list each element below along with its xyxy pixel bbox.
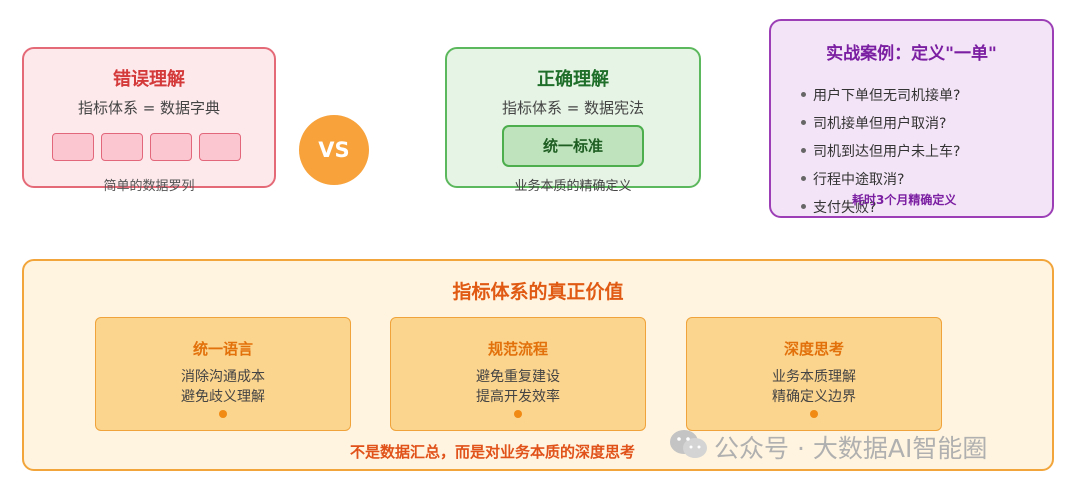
value-card-line: 提高开发效率	[476, 389, 560, 405]
value-card-title: 规范流程	[487, 340, 548, 358]
right-understanding-card: 正确理解 指标体系 = 数据宪法 统一标准 业务本质的精确定义	[445, 47, 701, 194]
wrong-understanding-caption: 简单的数据罗列	[103, 179, 195, 194]
case-study-card: 实战案例：定义"一单" 用户下单但无司机接单? 司机接单但用户取消? 司机到达但…	[769, 19, 1054, 218]
wrong-understanding-card: 错误理解 指标体系 = 数据字典 简单的数据罗列	[22, 47, 276, 194]
wechat-icon	[670, 430, 707, 458]
unified-standard-box: 统一标准	[502, 125, 644, 167]
data-block	[199, 133, 241, 161]
case-item-text: 司机接单但用户取消?	[813, 116, 947, 132]
value-card-line: 消除沟通成本	[181, 369, 265, 385]
value-card-line: 避免重复建设	[476, 369, 560, 385]
true-value-footer: 不是数据汇总，而是对业务本质的深度思考	[350, 443, 636, 461]
case-item: 支付失败?	[801, 197, 876, 217]
right-understanding-caption: 业务本质的精确定义	[514, 179, 632, 194]
case-item-text: 行程中途取消?	[813, 172, 905, 188]
true-value-title: 指标体系的真正价值	[452, 281, 624, 303]
dot-icon	[810, 410, 818, 418]
case-study-title: 实战案例：定义"一单"	[826, 44, 997, 64]
value-card-line: 避免歧义理解	[181, 389, 265, 405]
data-block	[150, 133, 192, 161]
value-card-unified-language: 统一语言 消除沟通成本 避免歧义理解	[95, 317, 351, 431]
case-item-text: 司机到达但用户未上车?	[813, 144, 961, 160]
right-understanding-formula: 指标体系 = 数据宪法	[501, 99, 645, 117]
case-item: 用户下单但无司机接单?	[801, 85, 960, 105]
wrong-understanding-formula: 指标体系 = 数据字典	[77, 99, 221, 117]
bullet-icon	[801, 203, 806, 209]
wrong-understanding-title: 错误理解	[113, 69, 185, 90]
dot-icon	[219, 410, 227, 418]
case-item: 司机到达但用户未上车?	[801, 141, 960, 161]
case-study-note: 耗时3个月精确定义	[852, 193, 957, 207]
case-item: 行程中途取消?	[801, 169, 904, 189]
true-value-container: 指标体系的真正价值 统一语言 消除沟通成本 避免歧义理解 规范流程 避免重复建设…	[22, 259, 1054, 471]
value-card-standard-process: 规范流程 避免重复建设 提高开发效率	[390, 317, 646, 431]
data-block	[52, 133, 94, 161]
bullet-icon	[801, 119, 806, 125]
value-card-line: 精确定义边界	[772, 389, 856, 405]
value-card-title: 统一语言	[192, 340, 253, 358]
right-understanding-title: 正确理解	[537, 69, 609, 90]
case-item-text: 支付失败?	[813, 200, 877, 216]
bullet-icon	[801, 91, 806, 97]
value-card-title: 深度思考	[783, 340, 844, 358]
bullet-icon	[801, 175, 806, 181]
value-card-line: 业务本质理解	[772, 369, 856, 385]
dot-icon	[514, 410, 522, 418]
vs-badge: VS	[299, 115, 369, 185]
case-item: 司机接单但用户取消?	[801, 113, 946, 133]
watermark-text: 公众号 · 大数据AI智能圈	[714, 434, 988, 463]
value-card-deep-thinking: 深度思考 业务本质理解 精确定义边界	[686, 317, 942, 431]
data-block	[101, 133, 143, 161]
case-item-text: 用户下单但无司机接单?	[813, 88, 961, 104]
bullet-icon	[801, 147, 806, 153]
